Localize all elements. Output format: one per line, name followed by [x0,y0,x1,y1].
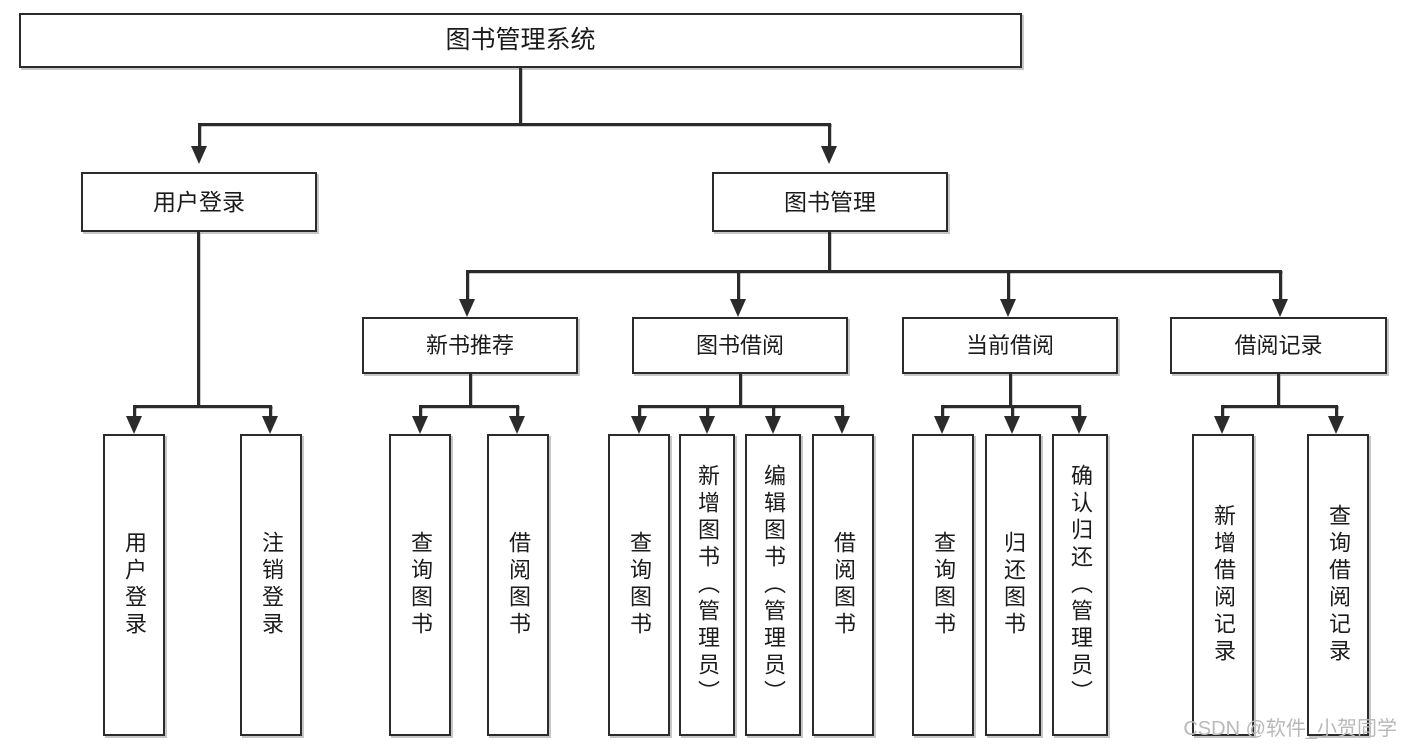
connector-userlogin-bus [133,405,272,408]
connector-newbook-bus [419,405,519,408]
node-leaf-add-record[interactable]: 新增借阅记录 [1192,434,1254,736]
arrowhead-leaf-query-record [1328,416,1344,434]
arrowhead-leaf-return-book [1004,416,1020,434]
node-leaf-borrow-book-2-label: 借阅图书 [831,531,856,639]
node-leaf-query-book-2[interactable]: 查询图书 [608,434,670,736]
node-book-borrow[interactable]: 图书借阅 [632,317,848,374]
arrowhead-leaf-user-logout [262,416,278,434]
connector-borrowrecord-stem [1277,374,1280,405]
connector-userlogin-stem [197,232,200,405]
connector-newbook-stem [469,374,472,405]
node-borrow-record[interactable]: 借阅记录 [1170,317,1387,374]
arrowhead-leaf-query-book-1 [412,416,428,434]
node-leaf-return-book[interactable]: 归还图书 [985,434,1041,736]
connector-bookborrow-drop-2 [706,405,709,416]
node-leaf-user-logout-label: 注销登录 [259,531,284,639]
node-leaf-confirm-return[interactable]: 确认归还（管理员） [1052,434,1108,736]
node-leaf-borrow-book-1[interactable]: 借阅图书 [487,434,549,736]
connector-root-bus [198,123,831,126]
arrowhead-new-book-rec [459,299,475,317]
node-borrow-record-label: 借阅记录 [1234,332,1323,358]
connector-newbook-drop-1 [419,405,422,416]
node-leaf-return-book-label: 归还图书 [1001,531,1026,639]
node-book-manage-label: 图书管理 [784,188,876,215]
arrowhead-leaf-edit-book [765,416,781,434]
node-book-borrow-label: 图书借阅 [695,332,784,358]
node-current-borrow-label: 当前借阅 [965,332,1054,358]
connector-lvl3-drop-4 [1279,270,1282,299]
node-new-book-rec[interactable]: 新书推荐 [362,317,578,374]
arrowhead-leaf-add-book [699,416,715,434]
connector-borrowrecord-drop-2 [1335,405,1338,416]
node-leaf-edit-book-label: 编辑图书（管理员） [761,463,786,707]
connector-bookborrow-drop-4 [841,405,844,416]
connector-root-drop-left [198,123,201,146]
connector-currentborrow-stem [1009,374,1012,405]
connector-newbook-drop-2 [516,405,519,416]
arrowhead-leaf-user-login [126,416,142,434]
arrowhead-leaf-add-record [1214,416,1230,434]
connector-root-drop-right [828,123,831,146]
connector-currentborrow-drop-3 [1078,405,1081,416]
connector-bookborrow-bus [638,405,843,408]
node-leaf-borrow-book-2[interactable]: 借阅图书 [812,434,874,736]
connector-userlogin-drop-2 [269,405,272,416]
arrowhead-leaf-query-book-2 [631,416,647,434]
node-leaf-query-book-1[interactable]: 查询图书 [389,434,451,736]
connector-root-stem [519,68,522,123]
connector-bookborrow-drop-3 [772,405,775,416]
connector-bookmanage-stem [828,232,831,270]
connector-currentborrow-drop-2 [1011,405,1014,416]
connector-userlogin-drop-1 [133,405,136,416]
node-leaf-add-book[interactable]: 新增图书（管理员） [679,434,735,736]
node-user-login-label: 用户登录 [153,188,245,215]
arrowhead-leaf-borrow-book-1 [509,416,525,434]
node-leaf-query-record[interactable]: 查询借阅记录 [1307,434,1369,736]
node-leaf-query-book-2-label: 查询图书 [627,531,652,639]
node-user-login[interactable]: 用户登录 [81,172,317,232]
node-leaf-edit-book[interactable]: 编辑图书（管理员） [745,434,801,736]
node-book-manage[interactable]: 图书管理 [712,172,948,232]
node-root[interactable]: 图书管理系统 [19,13,1022,68]
node-leaf-borrow-book-1-label: 借阅图书 [506,531,531,639]
connector-bookborrow-drop-1 [638,405,641,416]
connector-borrowrecord-drop-1 [1221,405,1224,416]
connector-bookborrow-stem [739,374,742,405]
node-root-label: 图书管理系统 [445,26,596,55]
arrowhead-user-login [191,146,207,164]
connector-lvl3-drop-2 [737,270,740,299]
arrowhead-current-borrow [1000,299,1016,317]
node-current-borrow[interactable]: 当前借阅 [902,317,1118,374]
node-leaf-query-book-3[interactable]: 查询图书 [912,434,974,736]
node-leaf-user-logout[interactable]: 注销登录 [240,434,302,736]
node-new-book-rec-label: 新书推荐 [425,332,514,358]
arrowhead-leaf-borrow-book-2 [834,416,850,434]
connector-bookmanage-bus [466,270,1282,273]
arrowhead-leaf-query-book-3 [934,416,950,434]
connector-lvl3-drop-1 [466,270,469,299]
node-leaf-add-book-label: 新增图书（管理员） [695,463,720,707]
connector-currentborrow-bus [941,405,1080,408]
arrowhead-book-borrow [730,299,746,317]
node-leaf-add-record-label: 新增借阅记录 [1211,504,1236,666]
connector-borrowrecord-bus [1221,405,1338,408]
node-leaf-query-book-3-label: 查询图书 [931,531,956,639]
node-leaf-user-login-label: 用户登录 [122,531,147,639]
node-leaf-query-book-1-label: 查询图书 [408,531,433,639]
arrowhead-borrow-record [1272,299,1288,317]
node-leaf-confirm-return-label: 确认归还（管理员） [1068,463,1093,707]
node-leaf-user-login[interactable]: 用户登录 [103,434,165,736]
arrowhead-leaf-confirm-return [1071,416,1087,434]
node-leaf-query-record-label: 查询借阅记录 [1326,504,1351,666]
arrowhead-book-manage [821,146,837,164]
connector-lvl3-drop-3 [1007,270,1010,299]
connector-currentborrow-drop-1 [941,405,944,416]
